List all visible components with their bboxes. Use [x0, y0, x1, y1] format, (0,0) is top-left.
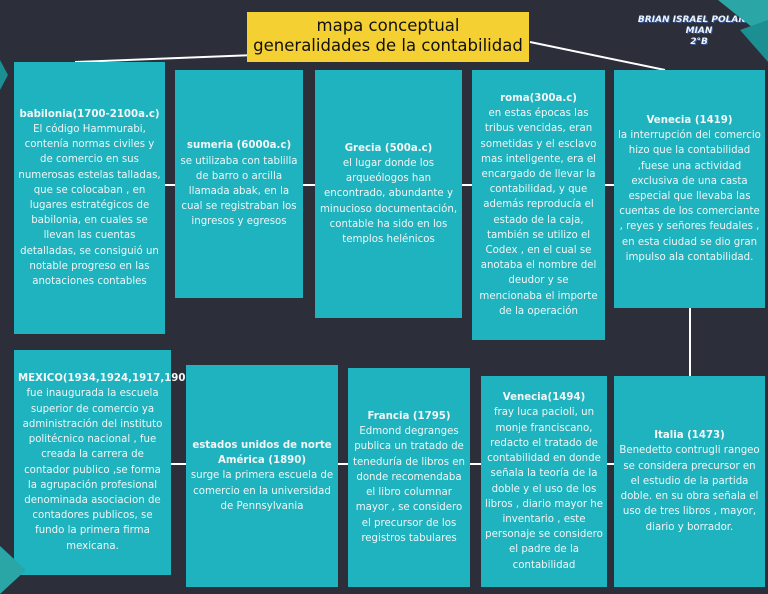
box-mexico-body: fue inaugurada la escuela superior de co… — [22, 388, 163, 552]
box-sumeria: sumeria (6000a.c) se utilizaba con tabli… — [175, 70, 303, 298]
box-usa-heading: estados unidos de norte América (1890) — [192, 439, 332, 467]
box-grecia-body: el lugar donde los arqueólogos han encon… — [319, 157, 458, 245]
box-roma: roma(300a.c) en estas épocas las tribus … — [472, 70, 605, 340]
author-name: BRIAN ISRAEL POLANCO MIAN — [637, 15, 761, 36]
box-usa: estados unidos de norte América (1890) s… — [186, 365, 338, 587]
box-francia-heading: Francia (1795) — [367, 411, 451, 423]
map-title-line1: mapa conceptual — [316, 16, 460, 35]
box-grecia: Grecia (500a.c) el lugar donde los arque… — [315, 70, 462, 318]
decorative-triangle-left-edge — [0, 60, 8, 90]
map-title-line2: generalidades de la contabilidad — [253, 36, 523, 55]
box-roma-heading: roma(300a.c) — [500, 92, 577, 104]
connector-title-babilonia — [74, 54, 256, 63]
box-venecia-1419-body: la interrupción del comercio hizo que la… — [618, 130, 761, 263]
box-mexico-heading: MEXICO(1934,1924,1917,1905,1890) — [18, 373, 230, 385]
decorative-triangles-top-right — [718, 0, 768, 62]
box-sumeria-body: se utilizaba con tablilla de barro o arc… — [180, 155, 298, 228]
map-title: mapa conceptual generalidades de la cont… — [247, 12, 529, 62]
box-roma-body: en estas épocas las tribus vencidas, era… — [479, 108, 598, 317]
decorative-triangle-bottom-left — [0, 546, 26, 594]
box-mexico: MEXICO(1934,1924,1917,1905,1890) fue ina… — [14, 350, 230, 575]
box-venecia-1494-body: fray luca pacioli, un monje franciscano,… — [485, 407, 603, 571]
author-credit: BRIAN ISRAEL POLANCO MIAN 2°B — [636, 15, 762, 48]
box-usa-body: surge la primera escuela de comercio en … — [190, 470, 334, 512]
box-babilonia: babilonia(1700-2100a.c) El código Hammur… — [14, 62, 165, 334]
box-babilonia-heading: babilonia(1700-2100a.c) — [19, 108, 160, 120]
box-venecia-1494: Venecia(1494) fray luca pacioli, un monj… — [481, 376, 607, 587]
box-babilonia-body: El código Hammurabi, contenía normas civ… — [18, 123, 161, 288]
box-francia-body: Edmond degranges publica un tratado de t… — [353, 426, 465, 544]
box-grecia-heading: Grecia (500a.c) — [344, 142, 433, 154]
box-italia-heading: Italia (1473) — [654, 430, 725, 442]
author-group: 2°B — [690, 37, 708, 47]
box-venecia-1419: Venecia (1419) la interrupción del comer… — [614, 70, 765, 308]
box-sumeria-heading: sumeria (6000a.c) — [186, 140, 292, 152]
box-italia-body: Benedetto contrugli rangeo se considera … — [619, 445, 760, 533]
connector-title-roma — [529, 41, 666, 71]
box-venecia-1494-heading: Venecia(1494) — [502, 392, 586, 404]
box-italia: Italia (1473) Benedetto contrugli rangeo… — [614, 376, 765, 587]
box-francia: Francia (1795) Edmond degranges publica … — [348, 368, 470, 587]
box-venecia-1419-heading: Venecia (1419) — [646, 114, 733, 126]
